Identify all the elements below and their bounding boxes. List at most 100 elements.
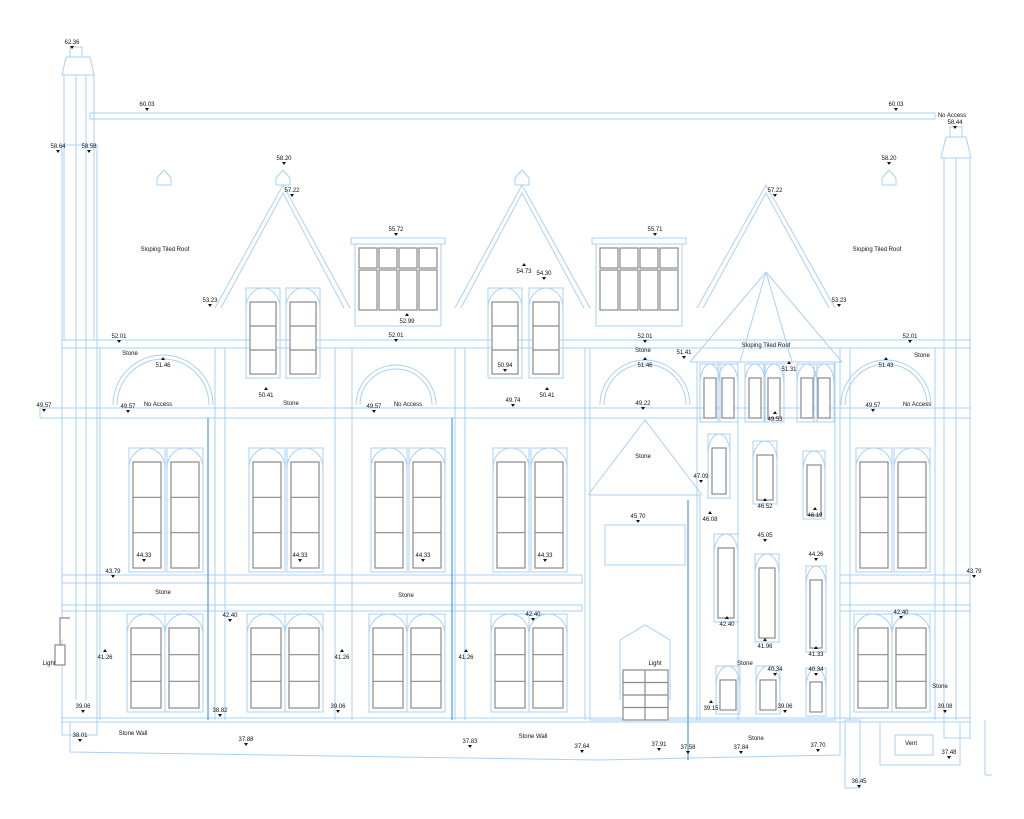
- roof-ridge: [89, 112, 936, 120]
- level-marker-down-icon: [657, 748, 661, 751]
- dormer: [595, 243, 683, 327]
- level-marker-down-icon: [81, 710, 85, 713]
- window-arch: [763, 363, 785, 385]
- level-marker-label: 50.94: [497, 363, 513, 369]
- level-marker-label: 49.57: [120, 404, 136, 410]
- tower-window: [711, 447, 727, 495]
- window-arch: [166, 447, 204, 469]
- window-arch: [126, 613, 166, 635]
- right-chimney: [943, 157, 971, 739]
- level-marker-up-icon: [813, 507, 817, 510]
- level-marker-up-icon: [787, 361, 791, 364]
- tower-window: [809, 681, 823, 713]
- level-marker-down-icon: [643, 340, 647, 343]
- level-marker-down-icon: [394, 339, 398, 342]
- level-marker-down-icon: [244, 743, 248, 746]
- dormer-pane: [378, 247, 398, 269]
- level-marker-label: 54.73: [516, 269, 532, 275]
- main-window: [290, 461, 320, 569]
- level-marker-up-icon: [103, 649, 107, 652]
- dormer-pane: [659, 247, 679, 269]
- window-arch: [492, 447, 530, 469]
- window-arch: [246, 613, 286, 635]
- level-marker-label: 49.53: [767, 417, 783, 423]
- ground-window: [895, 627, 927, 709]
- level-marker-up-icon: [725, 616, 729, 619]
- window-arch: [286, 447, 324, 469]
- cornice-band: [39, 407, 971, 419]
- window-arch: [245, 287, 281, 309]
- level-marker-down-icon: [739, 751, 743, 754]
- level-marker-up-icon: [405, 313, 409, 316]
- level-marker-label: 44.33: [136, 553, 152, 559]
- plinth: [69, 722, 841, 761]
- facade-linework: [39, 46, 992, 789]
- upper-window: [491, 301, 519, 375]
- level-marker-label: 39.08: [937, 704, 953, 710]
- window-arch: [128, 447, 166, 469]
- level-marker-down-icon: [682, 356, 686, 359]
- level-marker-down-icon: [531, 618, 535, 621]
- level-marker-label: 58.20: [881, 156, 897, 162]
- level-marker-label: 52.01: [111, 334, 127, 340]
- level-marker-down-icon: [887, 162, 891, 165]
- level-marker-down-icon: [543, 559, 547, 562]
- window-arch: [853, 613, 893, 635]
- upper-window: [289, 301, 317, 375]
- level-marker-down-icon: [117, 340, 121, 343]
- dormer-pane: [639, 269, 659, 311]
- window-arch: [855, 447, 893, 469]
- level-marker-up-icon: [884, 357, 888, 360]
- ground-window: [532, 627, 564, 709]
- main-window: [374, 461, 404, 569]
- ground-window: [288, 627, 320, 709]
- porch-gable: [587, 419, 703, 496]
- level-marker-label: 41.26: [97, 655, 113, 661]
- material-label: Sloping Tiled Roof: [141, 247, 190, 253]
- level-marker-label: 49.74: [505, 398, 521, 404]
- gable: [214, 183, 351, 309]
- level-marker-down-icon: [814, 673, 818, 676]
- level-marker-down-icon: [298, 559, 302, 562]
- dormer-pane: [619, 247, 639, 269]
- material-label: Stone: [914, 353, 930, 359]
- roof-vent: [881, 169, 897, 186]
- level-marker-down-icon: [837, 304, 841, 307]
- window-arch: [248, 447, 286, 469]
- material-label: Stone: [283, 401, 299, 407]
- chimney-top: [940, 136, 972, 159]
- level-marker-label: 50.41: [258, 393, 274, 399]
- arch: [355, 364, 437, 406]
- gable: [702, 191, 830, 309]
- level-marker-label: 40.34: [767, 667, 783, 673]
- tower-window: [806, 464, 822, 516]
- light-bracket: [59, 617, 70, 645]
- gable: [220, 191, 345, 309]
- level-marker-down-icon: [145, 108, 149, 111]
- level-marker-label: 57.22: [767, 188, 783, 194]
- arch: [844, 363, 928, 406]
- string-course: [61, 604, 583, 612]
- window-arch: [370, 447, 408, 469]
- level-marker-down-icon: [87, 150, 91, 153]
- level-marker-label: 45.70: [630, 514, 646, 520]
- level-marker-label: 41.26: [334, 655, 350, 661]
- window-arch: [796, 363, 818, 385]
- level-marker-label: 38.82: [212, 708, 228, 714]
- level-marker-label: 55.72: [388, 227, 404, 233]
- window-arch: [891, 613, 931, 635]
- level-marker-label: 51.46: [637, 363, 653, 369]
- upper-window: [249, 301, 277, 375]
- roof-vent: [156, 169, 172, 186]
- plinth: [879, 722, 961, 766]
- window-arch: [406, 613, 446, 635]
- level-marker-label: 39.15: [703, 706, 719, 712]
- tower-window: [767, 377, 781, 419]
- material-label: Light: [648, 661, 661, 667]
- level-marker-down-icon: [282, 162, 286, 165]
- material-label: Light: [42, 661, 55, 667]
- level-marker-label: 60.03: [139, 102, 155, 108]
- material-label: Stone Wall: [519, 734, 548, 740]
- material-label: Stone: [122, 351, 138, 357]
